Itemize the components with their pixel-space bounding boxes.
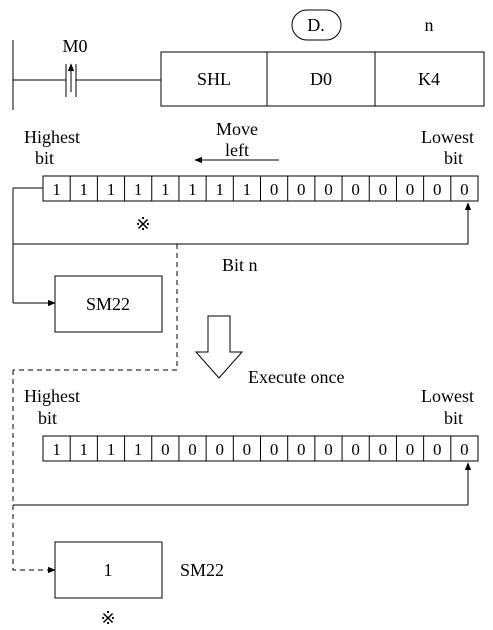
after-bit-cell: 0 — [406, 440, 415, 459]
after-bit-cell: 0 — [243, 440, 252, 459]
after-highest-bit: bit — [38, 408, 57, 428]
after-bit-cell: 0 — [188, 440, 197, 459]
execute-label: Execute once — [248, 367, 344, 387]
before-bit-cell: 1 — [107, 180, 116, 199]
dest-marker: D. — [307, 15, 325, 35]
before-bit-cell: 1 — [161, 180, 170, 199]
after-bit-cell: 0 — [324, 440, 333, 459]
sm22-box-label: SM22 — [86, 294, 130, 314]
after-bit-cell: 0 — [297, 440, 306, 459]
before-bit-cell: 0 — [351, 180, 360, 199]
after-bit-cell: 0 — [460, 440, 469, 459]
before-highest-bit: bit — [35, 148, 54, 168]
before-mark: ※ — [135, 214, 150, 234]
after-bit-cell: 0 — [215, 440, 224, 459]
before-bit-cell: 0 — [324, 180, 333, 199]
bit-n-label: Bit n — [222, 255, 258, 275]
before-bit-cell: 1 — [80, 180, 89, 199]
before-bit-cell: 0 — [433, 180, 442, 199]
after-bit-cell: 0 — [433, 440, 442, 459]
before-bit-cell: 1 — [52, 180, 61, 199]
result-box — [54, 541, 163, 599]
sm22-box — [54, 275, 163, 333]
instruction-name: SHL — [197, 69, 231, 89]
before-lowest-bit: bit — [444, 148, 463, 168]
execute-down-arrow — [194, 315, 244, 379]
before-bit-cell: 0 — [406, 180, 415, 199]
after-bit-cell: 1 — [134, 440, 143, 459]
dest-operand: D0 — [310, 69, 332, 89]
after-bit-cell: 0 — [351, 440, 360, 459]
instruction-block — [160, 51, 485, 107]
before-bit-cell: 0 — [270, 180, 279, 199]
before-bit-cell: 1 — [188, 180, 197, 199]
move-label-2: left — [225, 140, 249, 160]
after-bit-cell: 1 — [80, 440, 89, 459]
before-bit-cell: 0 — [297, 180, 306, 199]
dashed-link-bottom — [12, 370, 56, 574]
dest-marker-badge — [291, 9, 342, 41]
after-mark: ※ — [100, 608, 115, 628]
before-bit-cell: 1 — [243, 180, 252, 199]
before-bit-cell: 1 — [215, 180, 224, 199]
after-bit-cell: 0 — [161, 440, 170, 459]
result-sm-label: SM22 — [180, 560, 224, 580]
move-label: Move — [216, 119, 258, 139]
before-lowest-label: Lowest — [421, 127, 474, 147]
operand-n-label: n — [425, 15, 434, 35]
n-operand: K4 — [418, 69, 440, 89]
after-bit-cell: 1 — [107, 440, 116, 459]
after-highest-label: Highest — [24, 386, 80, 406]
after-lowest-bit: bit — [444, 408, 463, 428]
result-value: 1 — [104, 560, 113, 580]
before-bit-cell: 0 — [460, 180, 469, 199]
before-bit-cell: 1 — [134, 180, 143, 199]
dashed-link-top — [13, 244, 178, 371]
before-bit-cell: 0 — [379, 180, 388, 199]
after-bit-cell: 1 — [52, 440, 61, 459]
after-bit-cell: 0 — [270, 440, 279, 459]
contact-label: M0 — [62, 36, 87, 56]
before-highest-label: Highest — [24, 127, 80, 147]
after-bit-cell: 0 — [379, 440, 388, 459]
after-lowest-label: Lowest — [421, 386, 474, 406]
